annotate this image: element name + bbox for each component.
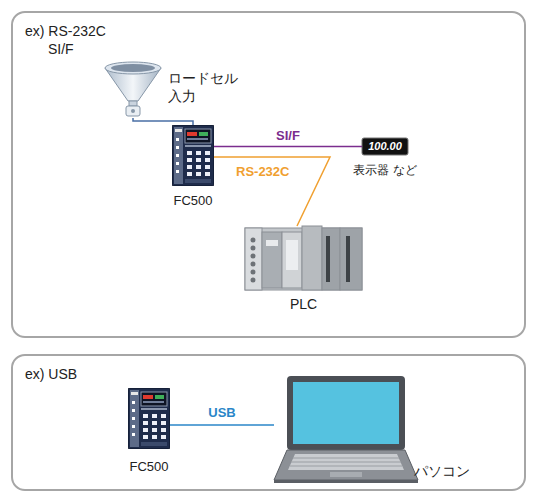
connector-line xyxy=(133,118,193,125)
display-illustration xyxy=(362,138,408,155)
connector-line xyxy=(214,146,362,148)
display-unit: 100.00表示器 など xyxy=(362,138,408,155)
plc-module-label xyxy=(266,240,278,246)
connector-line xyxy=(214,157,330,226)
device-label: パソコン xyxy=(414,462,470,480)
plc-terminal xyxy=(326,236,330,282)
plc-led xyxy=(251,270,256,275)
laptop-illustration xyxy=(274,376,418,483)
controller-unit: FC500 xyxy=(128,388,170,449)
plc-module-face xyxy=(286,240,298,270)
controller-unit: FC500 xyxy=(172,125,214,186)
laptop-edge xyxy=(274,480,418,483)
laptop-keyboard xyxy=(288,454,404,470)
signal-label: USB xyxy=(208,405,235,421)
laptop-unit: パソコン xyxy=(274,376,418,483)
device-label: FC500 xyxy=(129,458,168,476)
device-label: ロードセル 入力 xyxy=(168,69,244,105)
plc-illustration xyxy=(245,226,362,290)
controller-illustration xyxy=(172,125,214,186)
hopper-neck xyxy=(129,101,137,106)
display-readout: 100.00 xyxy=(362,138,408,155)
hopper-opening xyxy=(111,64,155,72)
panel-heading: ex) RS-232C SI/F xyxy=(25,22,120,58)
laptop-lid xyxy=(287,376,405,450)
device-label: 表示器 など xyxy=(353,161,416,179)
signal-label: SI/F xyxy=(276,128,300,144)
hopper-rim xyxy=(105,62,161,74)
plc-unit: PLC xyxy=(245,226,362,290)
device-label: FC500 xyxy=(173,192,212,210)
plc-module xyxy=(262,232,282,288)
laptop-touchpad xyxy=(330,472,362,477)
panel-heading: ex) USB xyxy=(25,365,120,383)
plc-module xyxy=(282,232,302,288)
hopper-illustration xyxy=(105,62,161,116)
keyboard-row xyxy=(293,458,399,459)
laptop-screen xyxy=(293,382,399,444)
plc-led xyxy=(251,262,256,267)
connector-line xyxy=(170,424,274,426)
plc-terminal xyxy=(346,236,350,282)
device-label: PLC xyxy=(290,295,317,313)
load-cell-body xyxy=(126,106,140,116)
panel-frame: ex) USB FC500 パソコン xyxy=(11,354,526,491)
plc-module xyxy=(340,228,362,290)
plc-module xyxy=(322,228,340,290)
plc-module xyxy=(302,226,322,290)
laptop-base xyxy=(274,450,418,480)
plc-led xyxy=(251,254,256,259)
load-cell-dot xyxy=(131,109,135,113)
signal-label: RS-232C xyxy=(236,164,289,180)
keyboard-row xyxy=(290,466,402,467)
plc-led xyxy=(251,246,256,251)
load-cell-hopper: ロードセル 入力 xyxy=(104,60,162,118)
keyboard-row xyxy=(291,462,401,463)
controller-illustration xyxy=(128,388,170,449)
plc-led xyxy=(251,278,256,283)
plc-power-module xyxy=(245,228,262,290)
plc-led xyxy=(251,238,256,243)
